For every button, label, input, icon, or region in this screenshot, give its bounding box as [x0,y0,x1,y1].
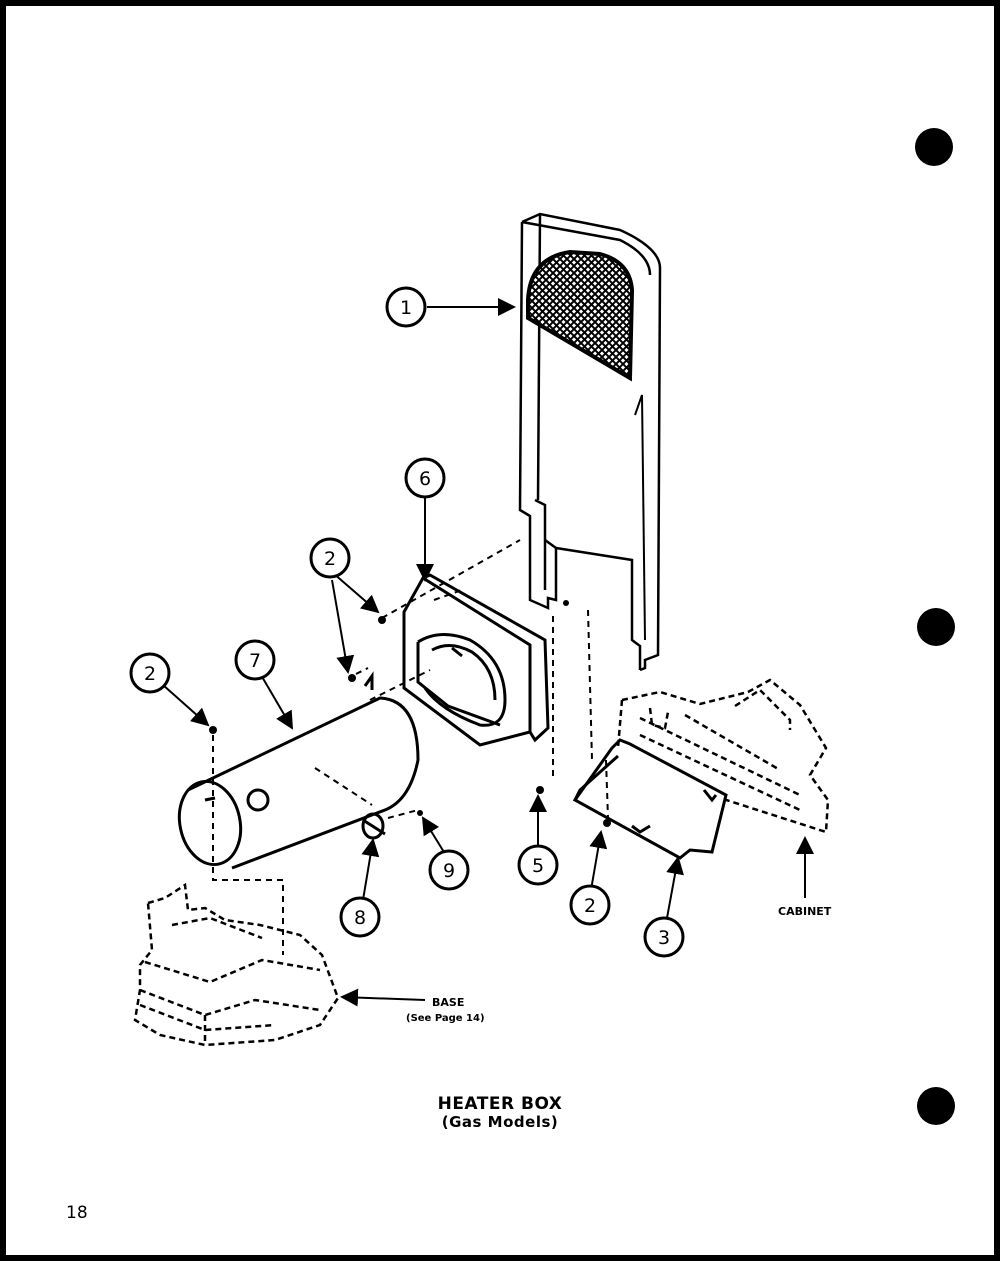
cabinet-outline [616,678,830,834]
callout-9: 9 [428,849,470,891]
svg-text:7: 7 [249,650,261,672]
callout-3: 3 [643,916,685,958]
svg-text:2: 2 [144,663,156,685]
binder-hole-top [915,128,953,166]
svg-text:9: 9 [443,860,455,882]
diagram-subtitle: (Gas Models) [441,1113,559,1131]
callout-2-upper: 2 [309,537,351,579]
binder-hole-middle [917,608,955,646]
callout-2-lower: 2 [569,884,611,926]
fasteners [209,600,611,827]
diagram-title: HEATER BOX [437,1094,563,1114]
base-label: BASE [432,996,464,1009]
svg-text:3: 3 [658,927,670,949]
base-reference-label: (See Page 14) [406,1013,485,1024]
part-7-burner-tube [177,671,420,870]
callout-5: 5 [517,844,559,886]
callout-6: 6 [404,457,446,499]
assembly-guides [212,539,609,955]
callout-7: 7 [234,639,276,681]
binder-hole-bottom [917,1087,955,1125]
callout-2-left: 2 [129,652,171,694]
part-1-heater-panel [518,212,662,672]
svg-text:8: 8 [354,907,366,929]
svg-text:1: 1 [400,297,412,319]
svg-text:5: 5 [532,855,544,877]
callout-8: 8 [339,896,381,938]
part-8-fitting [361,812,386,840]
page-number: 18 [66,1203,88,1223]
part-1-grille [526,249,635,382]
cabinet-label: CABINET [778,905,832,918]
part-3-bracket [572,738,728,860]
svg-text:6: 6 [419,468,431,490]
svg-text:2: 2 [584,895,596,917]
part-6-mounting-plate [402,573,550,747]
leader-lines [162,298,814,1007]
callout-1: 1 [385,286,427,328]
base-outline [133,882,340,1047]
svg-text:2: 2 [324,548,336,570]
